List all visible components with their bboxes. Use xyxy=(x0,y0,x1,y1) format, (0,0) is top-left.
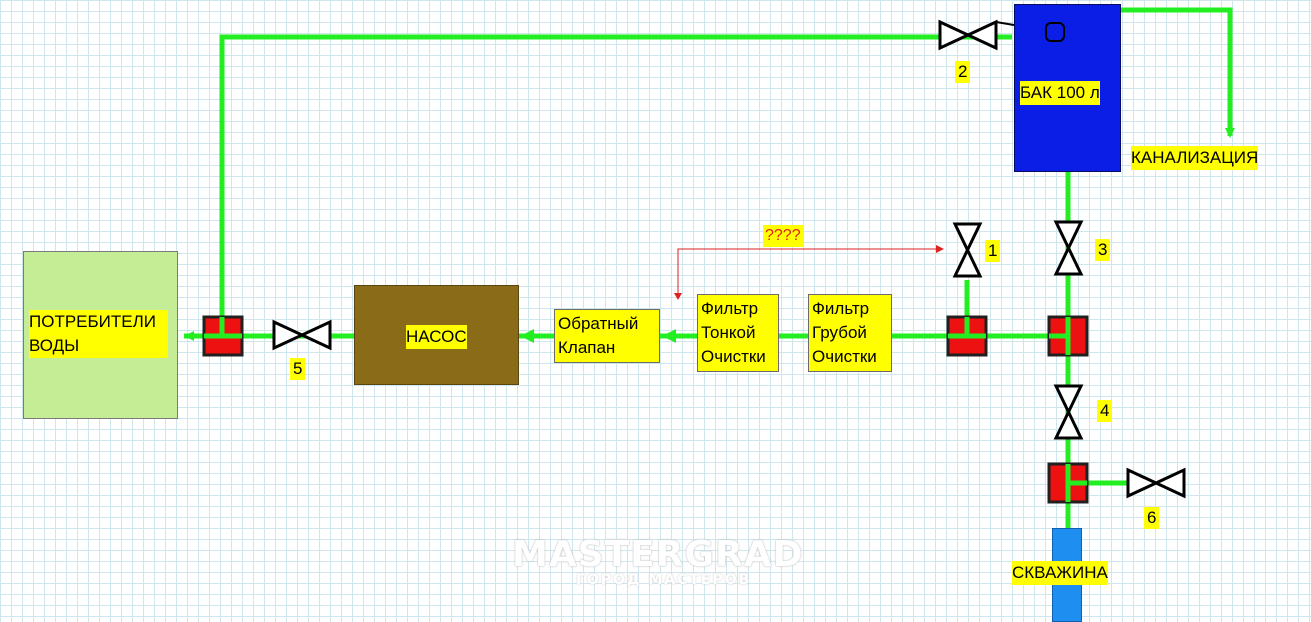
pipe-tank-to-sewer xyxy=(1120,7,1235,138)
sewer-label: КАНАЛИЗАЦИЯ xyxy=(1131,146,1259,170)
valve-5-icon xyxy=(272,319,332,351)
watermark-subtitle: ГОРОД МАСТЕРОВ xyxy=(576,572,752,588)
annotation-arrow-down xyxy=(674,293,682,300)
annotation-line xyxy=(677,245,944,298)
fine-filter-label: Фильтр Тонкой Очистки xyxy=(697,294,779,372)
pump-label: НАСОС xyxy=(406,325,467,349)
valve-2-number: 2 xyxy=(955,61,971,83)
valve-5-number: 5 xyxy=(290,358,306,380)
valve-6-icon xyxy=(1126,467,1186,499)
valve-2-icon xyxy=(938,19,998,51)
arrow-to-check-valve xyxy=(662,329,676,343)
valve-3-number: 3 xyxy=(1095,239,1111,261)
valve-6-number: 6 xyxy=(1144,507,1160,529)
check-valve-label: Обратный Клапан xyxy=(554,309,660,363)
tank-inlet-icon xyxy=(1045,22,1065,42)
coarse-filter-label: Фильтр Грубой Очистки xyxy=(808,294,892,372)
arrow-to-pump xyxy=(520,329,534,343)
valve-1-icon xyxy=(952,222,983,278)
valve-4-number: 4 xyxy=(1097,400,1113,422)
pipe-tank-to-consumers xyxy=(219,34,1012,336)
watermark-title: MASTERGRAD xyxy=(512,534,804,575)
valve-3-icon xyxy=(1053,220,1084,276)
consumers-label: ПОТРЕБИТЕЛИ ВОДЫ xyxy=(29,310,168,358)
annotation-label: ???? xyxy=(763,225,803,247)
valve-4-icon xyxy=(1053,384,1084,440)
valves xyxy=(272,19,1186,499)
valve-1-number: 1 xyxy=(985,240,1001,262)
tank-label: БАК 100 л xyxy=(1020,81,1100,105)
pipe-overlay xyxy=(204,317,1087,502)
well-label: СКВАЖИНА xyxy=(1012,561,1108,585)
